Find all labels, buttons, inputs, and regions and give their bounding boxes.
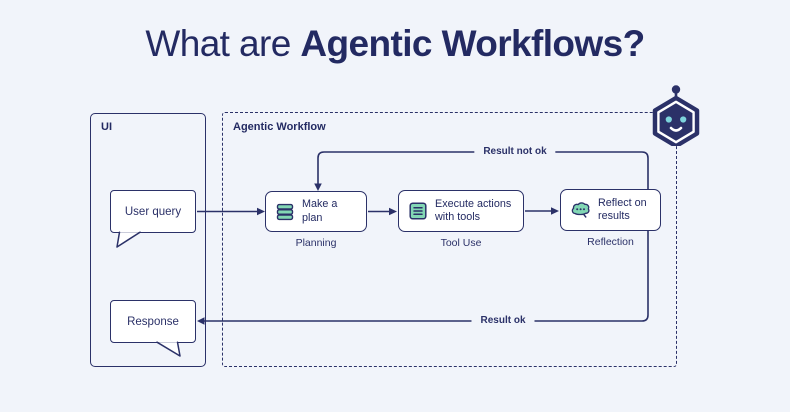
title-emphasis: Agentic Workflows? [300,23,645,64]
step-caption-tool-use: Tool Use [440,237,482,249]
step-make-a-plan: Make a plan [265,191,367,232]
robot-eye [680,116,687,123]
title-prefix: What are [145,23,291,64]
arrowhead-icon [257,207,265,216]
step-caption-reflection: Reflection [587,236,634,248]
page-title: What are Agentic Workflows? [0,23,790,65]
user-query-label: User query [124,205,182,218]
user-query-bubble: User query [110,190,196,233]
arrowhead-icon [197,317,205,325]
thought-bubble-icon [570,201,591,219]
step-reflect: Reflect on results [560,189,661,231]
stack-icon [275,202,295,222]
arrowhead-icon [551,207,559,215]
agentic-workflow-panel [222,112,677,367]
edge-label-result-not-ok: Result not ok [474,145,556,159]
edge-label-result-ok: Result ok [471,314,535,328]
robot-eye [665,116,672,123]
arrowhead-icon [314,183,322,191]
step-execute-actions: Execute actions with tools [398,190,524,232]
robot-icon [652,85,700,146]
response-bubble: Response [110,300,196,343]
checklist-icon [408,201,428,221]
agentic-workflow-panel-label: Agentic Workflow [233,121,326,133]
step-label: Make a plan [302,198,338,224]
feedback-loop-line [204,151,649,322]
step-label: Reflect on results [598,196,647,222]
ui-panel [90,113,206,367]
step-caption-planning: Planning [295,237,337,249]
robot-smile [669,126,683,132]
step-label: Execute actions with tools [435,197,512,223]
response-label: Response [127,315,179,328]
ui-panel-label: UI [101,121,112,133]
arrowhead-icon [389,207,397,216]
